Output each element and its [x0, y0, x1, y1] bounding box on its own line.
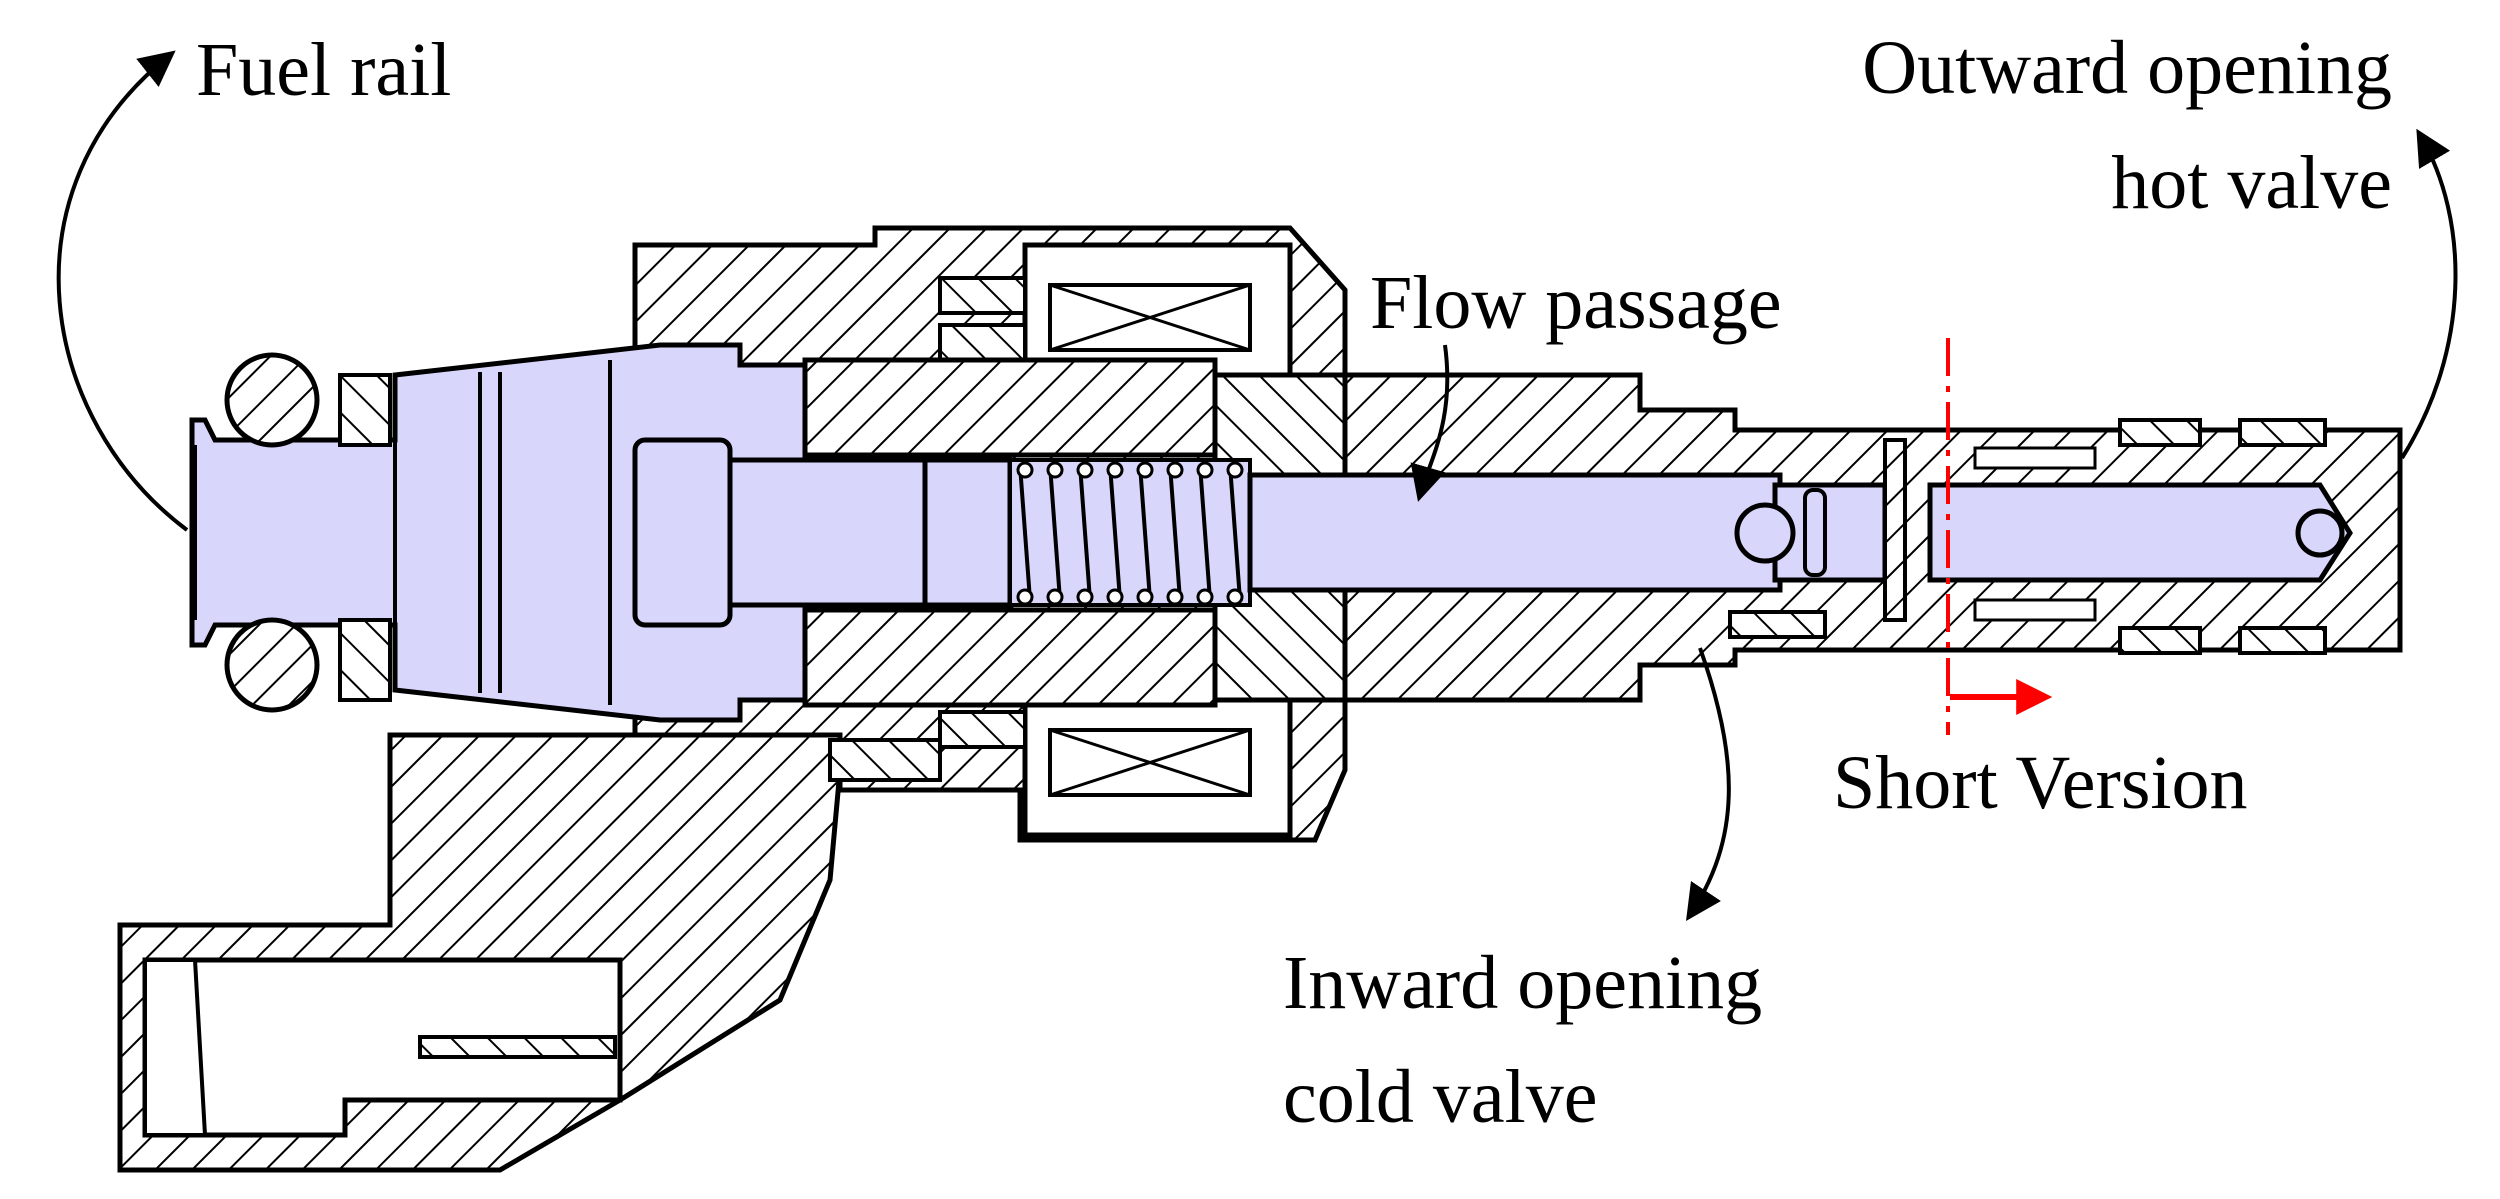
flow-passage-label: Flow passage [1370, 261, 1782, 345]
hot-valve-label: hot valve [2111, 141, 2392, 225]
outward-needle [1927, 482, 2353, 583]
spring-chamber [1008, 458, 1252, 607]
needle-orifice [1734, 502, 1796, 564]
cold-valve-leader [1686, 647, 1731, 921]
spring-coils-top [1016, 461, 1244, 606]
fuel-flow-passage [189, 342, 2353, 723]
short-version-label: Short Version [1833, 741, 2248, 825]
inward-opening-label: Inward opening [1283, 941, 1762, 1025]
flow-passage-leader [1410, 344, 1450, 502]
labels: Fuel rail Outward opening hot valve Flow… [196, 26, 2392, 1139]
cold-valve-label: cold valve [1283, 1055, 1597, 1139]
short-version-marker [1946, 338, 2053, 735]
fuel-rail-label: Fuel rail [196, 28, 451, 112]
leader-arrows [56, 50, 2458, 921]
connector-housing [117, 697, 843, 1173]
filter-cap [632, 437, 733, 628]
fuel-rail-leader [56, 50, 189, 532]
o-rings [224, 352, 392, 713]
valve-spring [1018, 464, 1242, 601]
connector-pin [418, 1035, 617, 1059]
armature [727, 457, 933, 608]
hot-valve-leader [2400, 128, 2458, 460]
inward-needle [1247, 472, 1783, 593]
outward-opening-label: Outward opening [1862, 26, 2392, 110]
nozzle-seals [1728, 418, 2327, 655]
